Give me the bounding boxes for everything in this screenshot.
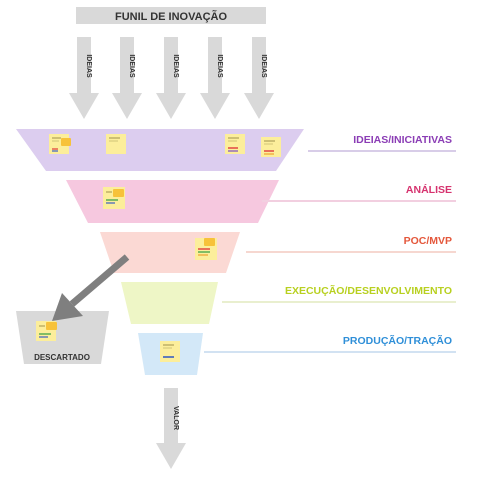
sticky-note xyxy=(106,134,126,154)
sticky-note xyxy=(225,134,245,154)
input-arrow-label: IDEIAS xyxy=(128,54,135,78)
sticky-note xyxy=(103,187,125,209)
stage-label-ideias: IDEIAS/INICIATIVAS xyxy=(353,134,452,146)
stage-label-execucao: EXECUÇÃO/DESENVOLVIMENTO xyxy=(285,284,452,297)
sticky-note xyxy=(261,137,281,157)
discard-arrow xyxy=(52,254,130,321)
title-banner xyxy=(76,7,266,24)
stage-execucao-shape xyxy=(121,282,218,324)
input-arrow-label: IDEIAS xyxy=(216,54,223,78)
output-arrow-label: VALOR xyxy=(172,406,179,430)
stage-analise-shape xyxy=(66,180,279,223)
input-arrow-2: IDEIAS xyxy=(112,37,142,119)
input-arrow-1: IDEIAS xyxy=(69,37,99,119)
sticky-note xyxy=(160,341,180,362)
stage-label-producao: PRODUÇÃO/TRAÇÃO xyxy=(343,334,452,347)
sticky-note xyxy=(195,238,217,260)
input-arrow-5: IDEIAS xyxy=(244,37,274,119)
output-arrow: VALOR xyxy=(156,388,186,469)
sticky-note xyxy=(49,134,71,154)
input-arrow-label: IDEIAS xyxy=(260,54,267,78)
stage-label-analise: ANÁLISE xyxy=(406,183,452,196)
input-arrow-label: IDEIAS xyxy=(172,54,179,78)
input-arrow-label: IDEIAS xyxy=(85,54,92,78)
input-arrow-4: IDEIAS xyxy=(200,37,230,119)
stage-poc-shape xyxy=(100,232,240,273)
stage-label-poc: POC/MVP xyxy=(404,235,452,247)
sticky-note xyxy=(36,321,57,341)
input-arrow-3: IDEIAS xyxy=(156,37,186,119)
discard-label: DESCARTADO xyxy=(34,353,90,362)
diagram-title: FUNIL DE INOVAÇÃO xyxy=(115,10,227,23)
